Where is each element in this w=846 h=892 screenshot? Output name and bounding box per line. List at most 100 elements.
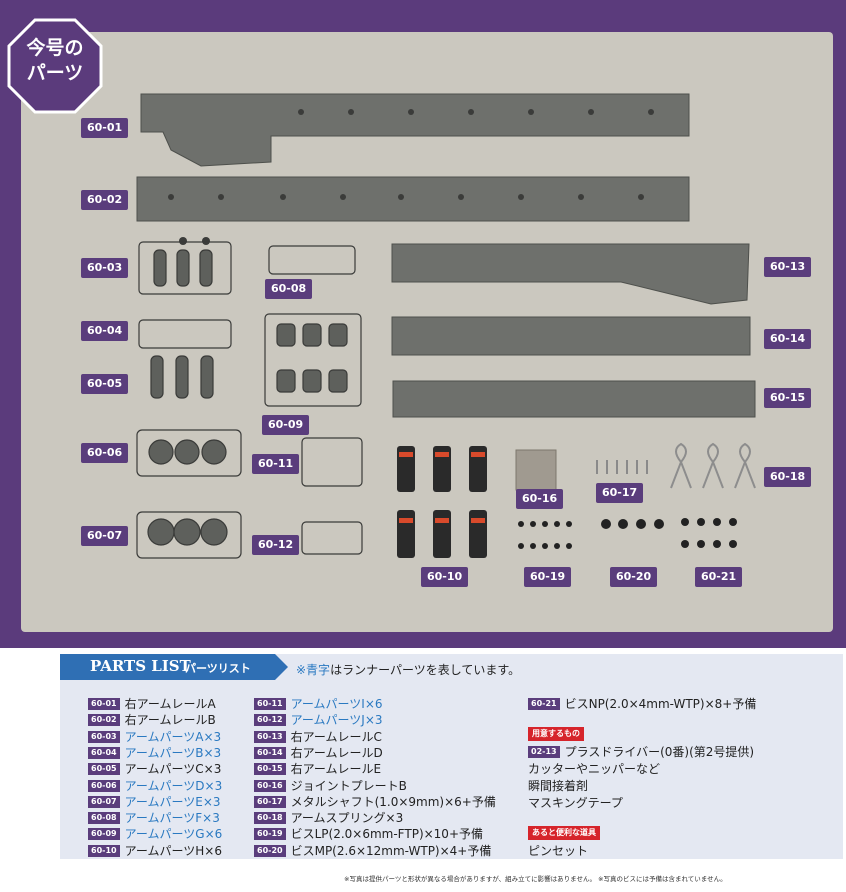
parts-list-item: 60-17 メタルシャフト(1.0×9mm)×6+予備 xyxy=(254,793,496,810)
part-tag: 60-19 xyxy=(524,567,572,587)
footnote: ※写真は提供パーツと形状が異なる場合がありますが、組み立てに影響はありません。 … xyxy=(344,875,727,883)
issue-badge: 今号の パーツ xyxy=(7,18,103,114)
prepare-line: マスキングテープ xyxy=(528,796,623,810)
part-code: 60-01 xyxy=(88,698,120,710)
octagon-badge-icon xyxy=(7,18,103,114)
part-name: アームパーツE×3 xyxy=(124,794,221,809)
part-name: 右アームレールD xyxy=(290,745,383,760)
part-code: 60-02 xyxy=(88,714,120,727)
part-name: 右アームレールA xyxy=(124,697,216,711)
parts-list-subtitle: パーツリスト xyxy=(185,662,251,675)
prepare-line: 瞬間接着剤 xyxy=(528,779,589,793)
parts-list-item: 60-01 右アームレールA xyxy=(88,695,216,712)
parts-list-item: 60-02 右アームレールB xyxy=(88,711,216,728)
part-code: 60-06 xyxy=(88,779,120,792)
part-name: ビスMP(2.6×12mm-WTP)×4+予備 xyxy=(290,843,492,858)
part-tag: 60-17 xyxy=(596,483,644,503)
badge-line2: パーツ xyxy=(26,62,84,84)
parts-list-item: 60-16 ジョイントプレートB xyxy=(254,777,407,794)
parts-list-panel xyxy=(60,654,843,859)
part-code: 60-14 xyxy=(254,746,286,759)
part-code: 60-15 xyxy=(254,763,286,776)
parts-list-item: 60-15 右アームレールE xyxy=(254,760,381,777)
part-tag: 60-01 xyxy=(81,118,129,138)
part-code: 60-11 xyxy=(254,698,286,710)
parts-list-item: 60-10 アームパーツH×6 xyxy=(88,842,222,859)
part-code: 60-07 xyxy=(88,795,120,808)
note-text: はランナーパーツを表しています。 xyxy=(330,663,521,677)
useful-label: あると便利な道具 xyxy=(528,826,600,840)
part-code: 60-19 xyxy=(254,828,286,841)
part-tag: 60-11 xyxy=(252,454,300,474)
parts-illustration xyxy=(136,93,756,559)
parts-list-item: 60-11 アームパーツI×6 xyxy=(254,695,383,712)
parts-list-item: 60-13 右アームレールC xyxy=(254,728,382,745)
part-code: 60-09 xyxy=(88,828,120,841)
part-tag: 60-20 xyxy=(610,567,658,587)
parts-list-item: 60-08 アームパーツF×3 xyxy=(88,809,220,826)
part-code: 60-12 xyxy=(254,714,286,727)
parts-list-item: 60-07 アームパーツE×3 xyxy=(88,793,221,810)
part-name: アームパーツD×3 xyxy=(124,778,223,793)
part-name: 右アームレールC xyxy=(290,729,382,744)
parts-list-note: ※青字はランナーパーツを表しています。 xyxy=(296,661,520,678)
parts-list-item: 60-14 右アームレールD xyxy=(254,744,383,761)
part-name: アームパーツJ×3 xyxy=(290,713,383,728)
parts-list-item: 60-06 アームパーツD×3 xyxy=(88,777,222,794)
badge-text: 今号の パーツ xyxy=(7,36,103,86)
part-tag: 60-06 xyxy=(81,443,129,463)
part-code: 60-10 xyxy=(88,844,120,857)
part-tag: 60-02 xyxy=(81,190,129,210)
note-blue-text: ※青字 xyxy=(296,663,331,677)
parts-photo-frame xyxy=(0,0,846,648)
part-tag: 60-12 xyxy=(252,535,300,555)
part-name: アームパーツF×3 xyxy=(124,811,220,826)
prepare-label: 用意するもの xyxy=(528,727,584,741)
part-name: アームパーツA×3 xyxy=(124,729,222,744)
part-tag: 60-10 xyxy=(421,567,469,587)
parts-list-item: 60-20 ビスMP(2.6×12mm-WTP)×4+予備 xyxy=(254,842,491,859)
part-name: アームパーツH×6 xyxy=(124,843,222,858)
part-name: アームパーツG×6 xyxy=(124,827,223,842)
part-code: 60-08 xyxy=(88,812,120,825)
part-tag: 60-14 xyxy=(764,329,812,349)
part-name: アームパーツC×3 xyxy=(124,762,222,777)
part-tag: 60-08 xyxy=(265,279,313,299)
parts-list-item: 60-09 アームパーツG×6 xyxy=(88,825,222,842)
parts-list-item: 60-19 ビスLP(2.0×6mm-FTP)×10+予備 xyxy=(254,825,483,842)
part-name: メタルシャフト(1.0×9mm)×6+予備 xyxy=(290,794,496,809)
part-code: 60-20 xyxy=(254,844,286,857)
badge-line1: 今号の xyxy=(26,37,84,59)
part-tag: 60-03 xyxy=(81,258,129,278)
part-tag: 60-09 xyxy=(262,415,310,435)
part-tag: 60-07 xyxy=(81,526,129,546)
parts-list-item: 60-05 アームパーツC×3 xyxy=(88,760,221,777)
parts-list-header xyxy=(60,654,288,680)
part-name: 右アームレールB xyxy=(124,713,216,728)
part-name: アームパーツI×6 xyxy=(290,697,383,711)
part-tag: 60-05 xyxy=(81,374,129,394)
part-tag: 60-18 xyxy=(764,467,812,487)
parts-photo xyxy=(21,32,833,632)
parts-list-item: 60-12 アームパーツJ×3 xyxy=(254,711,383,728)
prepare-item: 02-13 プラスドライバー(0番)(第2号提供) xyxy=(528,743,754,760)
part-name: アームパーツB×3 xyxy=(124,745,222,760)
part-tag: 60-16 xyxy=(516,489,564,509)
part-code: 02-13 xyxy=(528,746,560,758)
part-name: プラスドライバー(0番)(第2号提供) xyxy=(564,745,755,759)
part-name: ビスLP(2.0×6mm-FTP)×10+予備 xyxy=(290,827,483,842)
part-code: 60-13 xyxy=(254,730,286,743)
part-code: 60-03 xyxy=(88,730,120,743)
part-code: 60-05 xyxy=(88,763,120,776)
prepare-line: カッターやニッパーなど xyxy=(528,762,661,776)
part-tag: 60-13 xyxy=(764,257,812,277)
part-tag: 60-04 xyxy=(81,321,129,341)
part-name: ジョイントプレートB xyxy=(290,778,407,793)
part-name: 右アームレールE xyxy=(290,762,382,777)
part-code: 60-21 xyxy=(528,698,560,710)
part-code: 60-16 xyxy=(254,779,286,792)
part-code: 60-17 xyxy=(254,795,286,808)
